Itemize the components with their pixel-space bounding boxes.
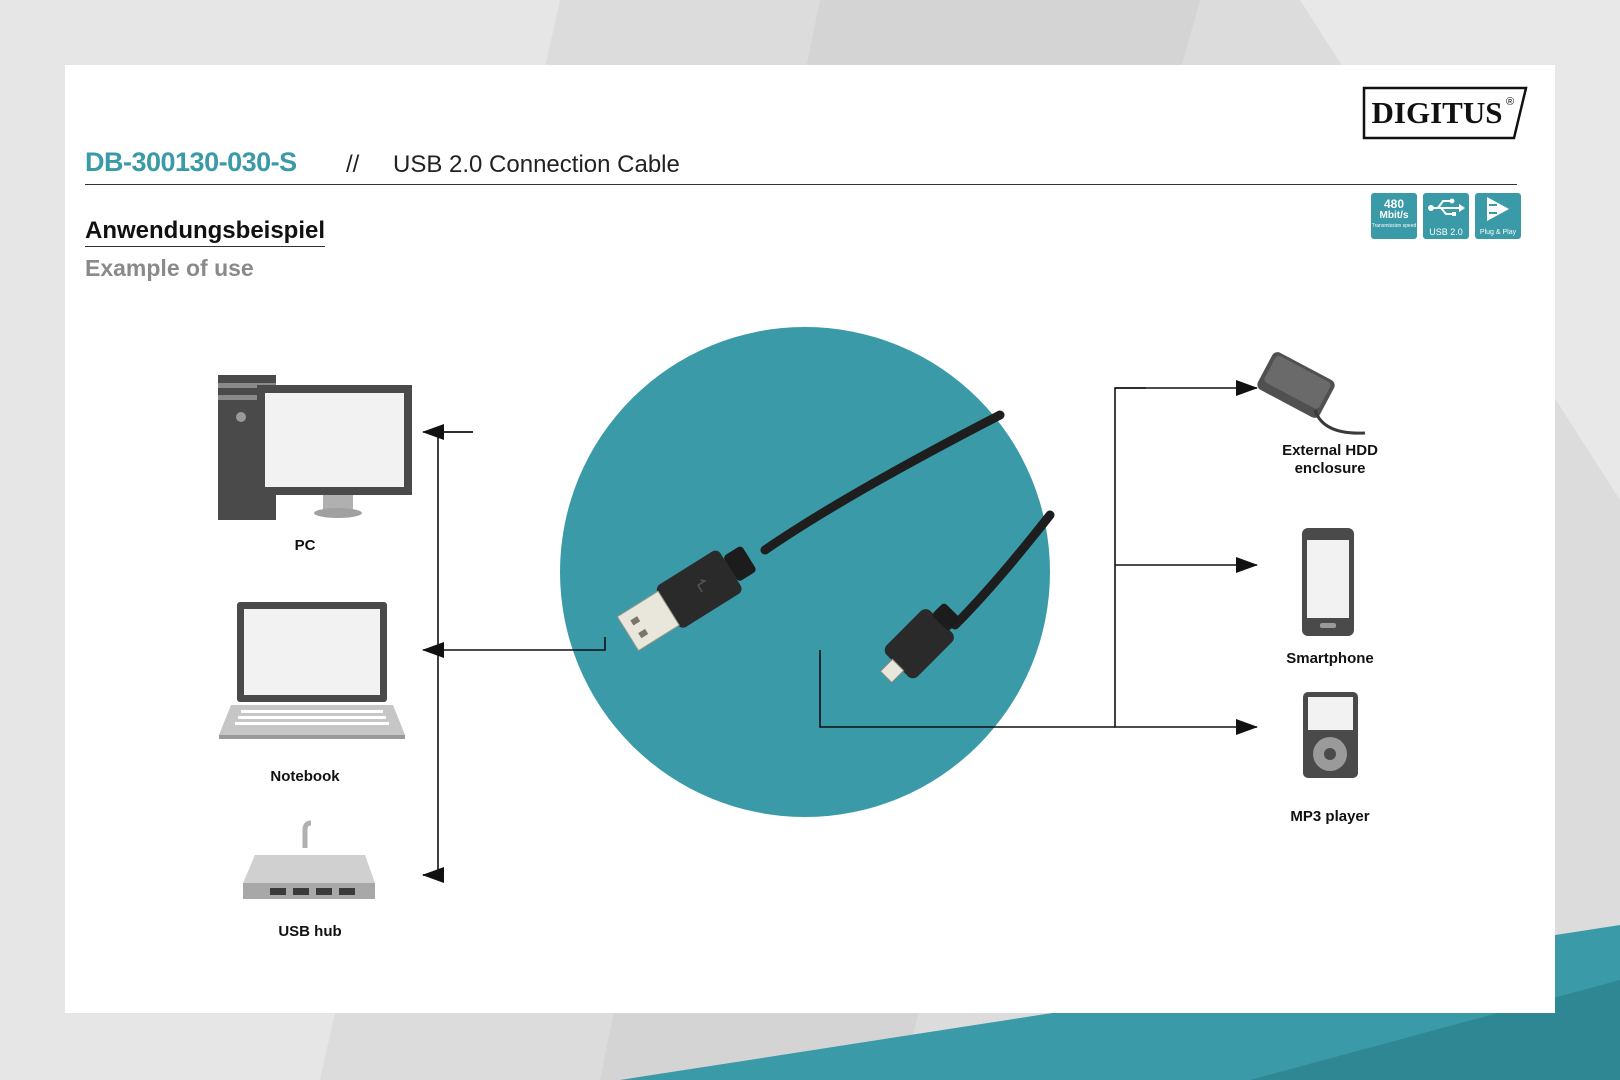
label-smartphone: Smartphone (1286, 650, 1374, 667)
header-rule (85, 184, 1517, 185)
label-external-hdd: External HDD enclosure (1282, 442, 1378, 477)
section-title-english: Example of use (85, 255, 254, 281)
label-usb-hub: USB hub (278, 923, 342, 940)
speed-caption: Transmission speed (1371, 223, 1417, 229)
product-title: USB 2.0 Connection Cable (393, 151, 680, 178)
usb-badge: USB 2.0 (1423, 193, 1469, 239)
usb-a-to-mini-usb-cable-icon (616, 410, 1055, 684)
label-mp3-player: MP3 player (1290, 808, 1370, 825)
title-separator: // (346, 151, 360, 178)
usb-caption: USB 2.0 (1429, 227, 1463, 237)
connection-lines (422, 380, 1258, 883)
svg-text:®: ® (1506, 96, 1514, 108)
usb-hub-icon (243, 820, 375, 899)
teal-circle-backdrop (560, 327, 1050, 817)
smartphone-icon (1302, 528, 1354, 636)
section-title-german: Anwendungsbeispiel (85, 217, 326, 247)
plug-and-play-icon (1487, 197, 1509, 221)
plug-and-play-caption: Plug & Play (1479, 229, 1517, 236)
content-card: DB-300130-030-S // USB 2.0 Connection Ca… (65, 65, 1555, 1013)
svg-text:DIGITUS: DIGITUS (1372, 95, 1503, 130)
mp3-player-icon (1303, 692, 1358, 778)
laptop-icon (219, 602, 405, 739)
digitus-logo: DIGITUS ® (1362, 86, 1528, 140)
speed-badge: 480 Mbit/s Transmission speed (1371, 193, 1417, 239)
plug-and-play-badge: Plug & Play (1475, 193, 1521, 239)
speed-icon: 480 (1383, 197, 1405, 211)
external-hdd-icon (1257, 352, 1366, 435)
usb-icon (1428, 198, 1465, 216)
speed-unit: Mbit/s (1379, 210, 1409, 221)
desktop-pc-icon (218, 375, 412, 520)
connection-diagram (218, 327, 1366, 899)
product-code: DB-300130-030-S (85, 147, 297, 177)
label-notebook: Notebook (270, 768, 340, 785)
label-pc: PC (294, 537, 316, 554)
